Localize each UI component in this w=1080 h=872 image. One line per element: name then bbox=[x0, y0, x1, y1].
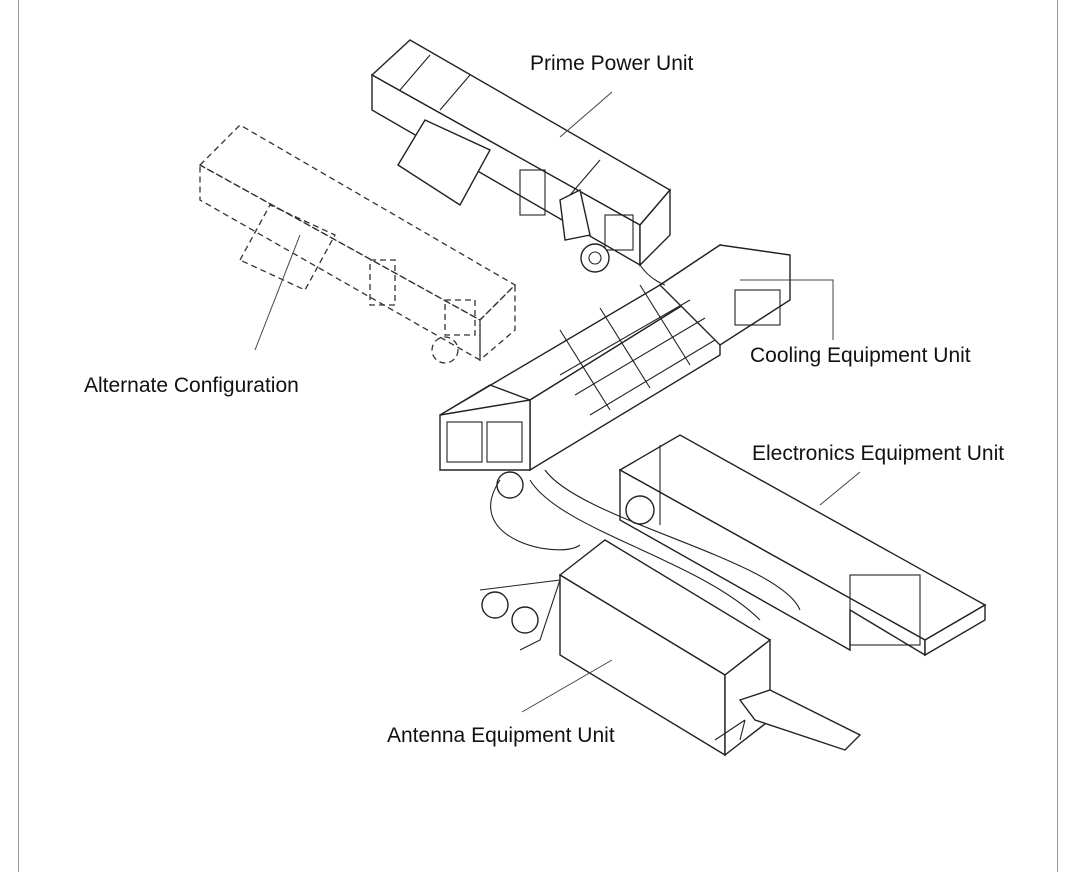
antenna-equipment-unit-drawing bbox=[479, 539, 862, 757]
prime-power-unit-drawing bbox=[370, 39, 672, 273]
figure-frame bbox=[18, 0, 1058, 872]
label-antenna-equipment-unit: Antenna Equipment Unit bbox=[387, 724, 615, 747]
alternate-configuration-drawing bbox=[198, 124, 517, 364]
leader-lines bbox=[254, 91, 861, 713]
cooling-equipment-unit-drawing bbox=[439, 243, 791, 499]
label-prime-power-unit: Prime Power Unit bbox=[530, 52, 694, 75]
label-alternate-configuration: Alternate Configuration bbox=[84, 374, 299, 397]
label-cooling-equipment-unit: Cooling Equipment Unit bbox=[750, 344, 971, 367]
electronics-equipment-unit-drawing bbox=[618, 434, 987, 657]
label-electronics-equipment-unit: Electronics Equipment Unit bbox=[752, 442, 1005, 465]
connecting-cables bbox=[490, 264, 801, 621]
